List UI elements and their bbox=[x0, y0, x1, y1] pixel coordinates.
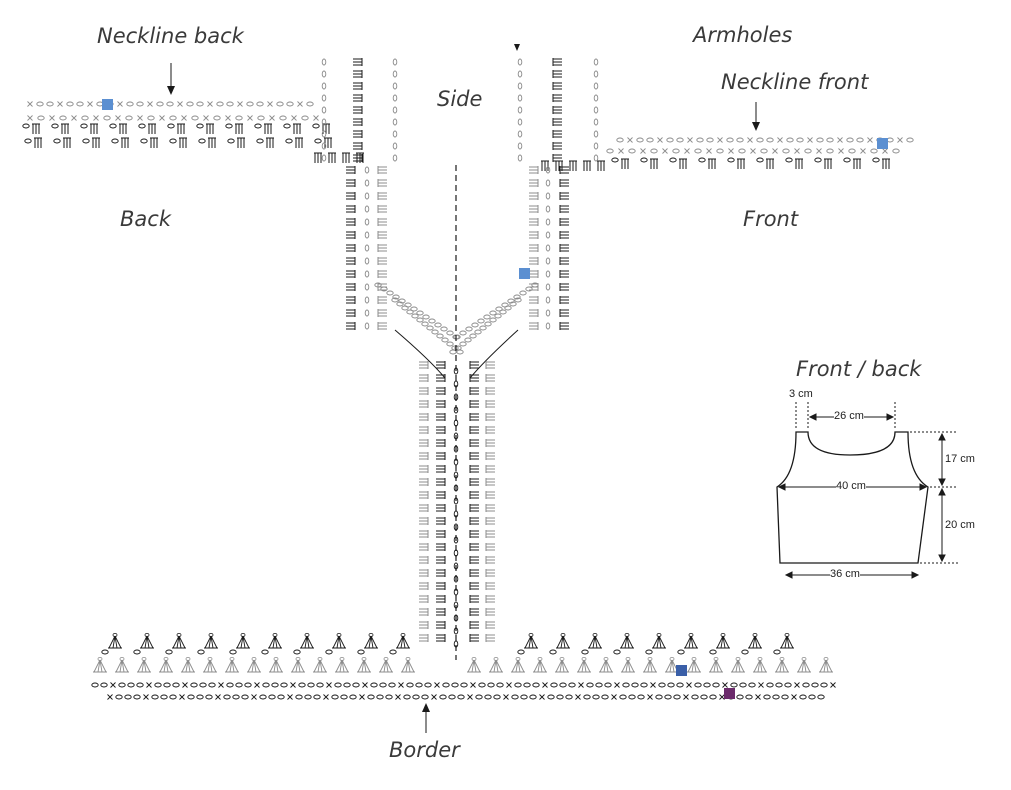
border-arrow-icon bbox=[422, 703, 430, 733]
marker-neckline-front bbox=[877, 138, 888, 149]
neckline-back-arrow-icon bbox=[167, 63, 175, 95]
dim-body-length: 20 cm bbox=[945, 519, 975, 531]
label-armholes: Armholes bbox=[693, 23, 793, 47]
marker-border-blue bbox=[676, 665, 687, 676]
armholes-arrow-icon bbox=[514, 44, 520, 51]
dim-hem-width: 36 cm bbox=[830, 568, 860, 580]
stitch-motifs bbox=[22, 58, 914, 700]
label-back: Back bbox=[120, 207, 171, 231]
label-front: Front bbox=[743, 207, 799, 231]
dim-chest-width: 40 cm bbox=[836, 480, 866, 492]
marker-border-purple bbox=[724, 688, 735, 699]
label-side: Side bbox=[437, 87, 483, 111]
label-neckline-front: Neckline front bbox=[721, 70, 869, 94]
neckline-front-arrow-icon bbox=[752, 102, 760, 131]
label-neckline-back: Neckline back bbox=[97, 24, 244, 48]
marker-neckline-back bbox=[102, 99, 113, 110]
dim-armhole-depth: 17 cm bbox=[945, 453, 975, 465]
dim-neck-width: 26 cm bbox=[834, 410, 864, 422]
label-border: Border bbox=[389, 738, 460, 762]
dim-shoulder: 3 cm bbox=[789, 388, 813, 400]
marker-side bbox=[519, 268, 530, 279]
schematic-title: Front / back bbox=[796, 357, 922, 381]
garment-schematic bbox=[776, 402, 958, 579]
